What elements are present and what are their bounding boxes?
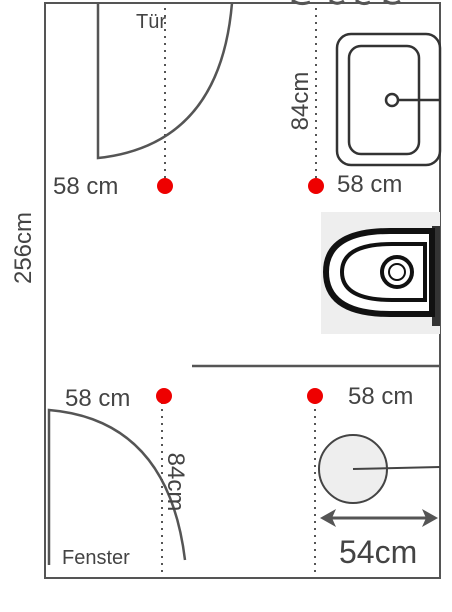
door-swing	[96, 2, 234, 160]
shower-width-label: 54cm	[339, 534, 417, 570]
top-right-vertical-label: 84cm	[287, 72, 314, 131]
top-right-distance-label: 58 cm	[337, 171, 402, 198]
marker-top-left	[157, 178, 173, 194]
bottom-left-distance-label: 58 cm	[65, 385, 130, 412]
toilet-icon	[321, 212, 440, 334]
marker-top-right	[308, 178, 324, 194]
bottom-right-distance-label: 58 cm	[348, 383, 413, 410]
window-label: Fenster	[62, 547, 130, 569]
top-left-distance-label: 58 cm	[53, 173, 118, 200]
shower-width-arrow	[320, 509, 438, 527]
bottom-left-vertical-label: 84cm	[162, 453, 189, 512]
door-label: Tür	[136, 11, 166, 33]
marker-bottom-left	[156, 388, 172, 404]
marker-bottom-right	[307, 388, 323, 404]
window-swing	[47, 408, 187, 565]
sink-icon	[335, 32, 442, 167]
total-height-label: 256cm	[10, 212, 37, 284]
shower-head-icon	[318, 434, 441, 504]
